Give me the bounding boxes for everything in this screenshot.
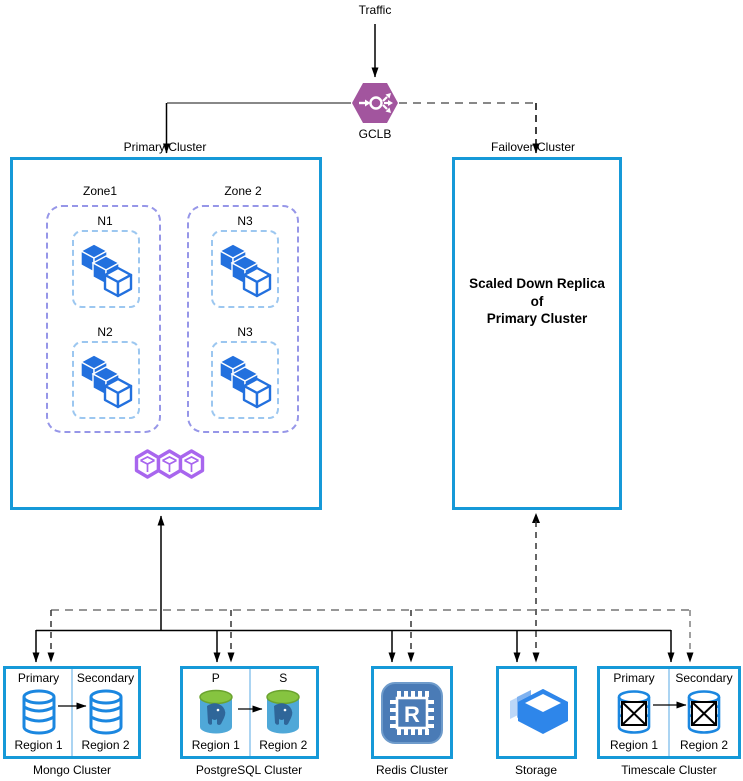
database-cylinder-icon bbox=[22, 689, 55, 734]
node-n1-label: N1 bbox=[97, 214, 113, 228]
zone2-box: N3 N3 bbox=[187, 205, 299, 433]
region-divider bbox=[248, 669, 251, 756]
postgresql-cluster-title: PostgreSQL Cluster bbox=[195, 763, 303, 777]
postgresql-elephant-icon bbox=[266, 689, 300, 733]
node-n3b-box bbox=[211, 341, 279, 419]
mongo-region2-label: Region 2 bbox=[81, 738, 130, 752]
timescale-cluster-box: Primary Region 1 Secondary Regi bbox=[597, 666, 741, 759]
postgres-primary-half: P Region 1 bbox=[183, 669, 249, 756]
timescale-primary-role-label: Primary bbox=[613, 671, 655, 685]
crossed-database-icon bbox=[687, 689, 721, 734]
container-cubes-icon bbox=[218, 354, 272, 409]
pod-hexagon-icon bbox=[178, 449, 205, 479]
postgres-region1-label: Region 1 bbox=[191, 738, 240, 752]
node-n3b-label: N3 bbox=[237, 325, 253, 339]
failover-line-2: of bbox=[530, 293, 544, 309]
mongo-region1-label: Region 1 bbox=[14, 738, 63, 752]
postgres-secondary-role-label: S bbox=[279, 671, 288, 685]
zone2-label: Zone 2 bbox=[224, 184, 262, 198]
primary-cluster-label: Primary Cluster bbox=[123, 140, 207, 154]
timescale-primary-half: Primary Region 1 bbox=[600, 669, 668, 756]
database-cylinder-icon bbox=[89, 689, 122, 734]
mongo-secondary-role-label: Secondary bbox=[76, 671, 135, 685]
redis-cluster-box: R bbox=[371, 666, 453, 759]
postgres-region2-label: Region 2 bbox=[259, 738, 308, 752]
storage-title: Storage bbox=[514, 763, 558, 777]
failover-up-arrowhead bbox=[532, 513, 540, 523]
container-cubes-icon bbox=[79, 354, 133, 409]
failover-line-3: Primary Cluster bbox=[486, 311, 588, 327]
node-n2-box bbox=[72, 341, 140, 419]
container-cubes-icon bbox=[218, 243, 272, 298]
storage-box bbox=[496, 666, 577, 759]
node-n3a-box bbox=[211, 230, 279, 308]
mongo-primary-half: Primary Region 1 bbox=[6, 669, 71, 756]
failover-cluster-label: Failover Cluster bbox=[490, 140, 576, 154]
node-n3a-label: N3 bbox=[237, 214, 253, 228]
timescale-region2-label: Region 2 bbox=[679, 738, 729, 752]
zone1-box: N1 N2 bbox=[46, 205, 161, 433]
mongo-cluster-box: Primary Region 1 Secondary Region 2 bbox=[3, 666, 141, 759]
storage-box-icon bbox=[509, 688, 568, 734]
mongo-secondary-half: Secondary Region 2 bbox=[73, 669, 138, 756]
pod-hexagon-icons bbox=[134, 449, 205, 479]
redis-chip-icon: R bbox=[381, 681, 443, 744]
region-divider bbox=[71, 669, 73, 756]
node-n2-label: N2 bbox=[97, 325, 113, 339]
gclb-node bbox=[351, 82, 399, 124]
mongo-cluster-title: Mongo Cluster bbox=[32, 763, 112, 777]
postgresql-elephant-icon bbox=[199, 689, 233, 733]
redis-cluster-title: Redis Cluster bbox=[375, 763, 449, 777]
postgres-primary-role-label: P bbox=[211, 671, 220, 685]
failover-cluster-box: Scaled Down Replica of Primary Cluster bbox=[452, 157, 622, 510]
node-n1-box bbox=[72, 230, 140, 308]
mongo-primary-role-label: Primary bbox=[17, 671, 60, 685]
crossed-database-icon bbox=[617, 689, 651, 734]
load-balancer-icon bbox=[352, 83, 398, 123]
failover-description: Scaled Down Replica of Primary Cluster bbox=[455, 275, 619, 328]
container-cubes-icon bbox=[79, 243, 133, 298]
timescale-secondary-role-label: Secondary bbox=[675, 671, 733, 685]
failover-line-1: Scaled Down Replica bbox=[469, 276, 605, 291]
gclb-label: GCLB bbox=[358, 127, 392, 141]
zone1-label: Zone1 bbox=[82, 184, 118, 198]
timescale-cluster-title: Timescale Cluster bbox=[621, 763, 717, 777]
traffic-label: Traffic bbox=[358, 3, 392, 17]
postgres-secondary-half: S Region 2 bbox=[251, 669, 317, 756]
timescale-region1-label: Region 1 bbox=[609, 738, 659, 752]
redis-letter: R bbox=[404, 702, 420, 727]
timescale-secondary-half: Secondary Region 2 bbox=[670, 669, 738, 756]
primary-cluster-box: Zone1 N1 N2 bbox=[10, 157, 322, 510]
region-divider bbox=[668, 669, 670, 756]
postgresql-cluster-box: P Region 1 S Region 2 bbox=[180, 666, 319, 759]
